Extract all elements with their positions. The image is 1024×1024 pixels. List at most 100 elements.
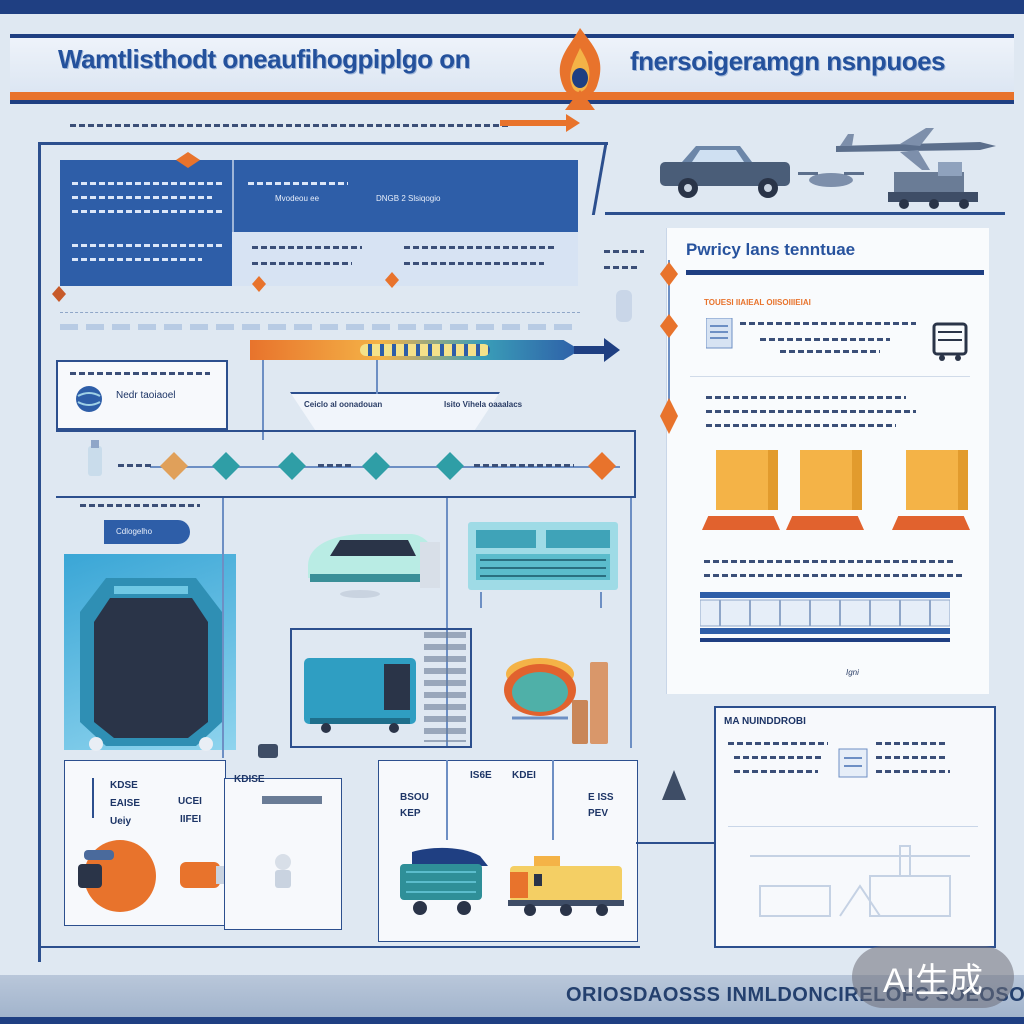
bottom-label-b2: IIFEI: [180, 814, 202, 825]
lower-right-text: [876, 770, 950, 773]
orange-diamond-icon: [660, 398, 678, 434]
policy-text-line: [760, 338, 890, 341]
policy-text-line: [704, 574, 964, 577]
lower-right-text: [876, 742, 946, 745]
cart-icon: [932, 322, 968, 361]
cone-marker-icon: [662, 770, 686, 800]
marker-label: [604, 266, 640, 269]
blue-info-text-line: [404, 262, 544, 265]
document-stack-icon: [706, 318, 733, 349]
ai-generated-watermark: AI生成: [852, 946, 1014, 1008]
vial-icon: [616, 290, 632, 322]
blue-info-text-line: [404, 246, 554, 249]
node-hex-orange-icon: [160, 452, 188, 480]
blue-info-text-line: [252, 262, 352, 265]
grid-vertical: [446, 498, 448, 748]
storage-box-2-base: [786, 516, 864, 530]
bottom-label-a2: EAISE: [110, 798, 141, 809]
mid-frame: [290, 746, 470, 748]
storage-box-1-base: [702, 516, 780, 530]
policy-text-line: [740, 322, 916, 325]
gauge-strip: [424, 632, 466, 742]
yellow-locomotive-icon: [508, 856, 624, 916]
orange-diamond-icon: [660, 262, 678, 286]
node-bus-bottom: [56, 496, 636, 498]
grid-vertical: [222, 498, 224, 758]
lower-right-text: [728, 742, 828, 745]
train-car-icon: [308, 534, 440, 598]
flow-label-side: Isito Vihela oaaalacs: [444, 400, 523, 409]
node-hex-orange-icon: [588, 452, 616, 480]
frame-bottom: [40, 946, 640, 948]
header-bar: [10, 34, 1014, 96]
frame-connector: [591, 145, 608, 215]
frame-bottom-link: [636, 842, 726, 844]
blue-info-text-line: [72, 258, 202, 261]
marker-label: [604, 250, 644, 253]
lower-right-text: [734, 756, 824, 759]
blue-info-text-line: [72, 196, 212, 199]
policy-text-line: [706, 424, 896, 427]
blue-info-text-line: [72, 210, 222, 213]
node-label: [118, 464, 154, 467]
node-label: [318, 464, 354, 467]
dashed-separator: [60, 312, 580, 314]
header-title-left: Wamtlisthodt oneaufihogpiplgo on: [58, 44, 470, 74]
lower-right-divider: [728, 826, 978, 827]
policy-text-line: [780, 350, 880, 353]
node-bus-top: [56, 430, 636, 432]
flow-banner-arrow-icon: [574, 338, 620, 362]
node-hex-teal-icon: [362, 452, 390, 480]
blue-info-text-line: [252, 246, 362, 249]
frame-left: [38, 142, 41, 962]
storage-box-3-base: [892, 516, 970, 530]
lower-right-text: [876, 756, 946, 759]
tractor-icon: [888, 162, 978, 209]
top-band: [0, 0, 1024, 14]
engine-machine-icon: [80, 578, 222, 751]
blue-info-divider: [232, 160, 234, 286]
frame-top: [38, 142, 608, 145]
storage-box-1: [716, 450, 778, 510]
storage-box-3: [906, 450, 968, 510]
globe-icon: [76, 386, 102, 412]
node-hex-teal-icon: [436, 452, 464, 480]
factory-sketch-icon: [750, 845, 970, 917]
aircraft-icon: [836, 128, 996, 170]
header-title-right: fnersoigeramgn nsnpuoes: [630, 46, 946, 76]
rocket-flame-icon: [559, 28, 601, 110]
marker-chain: [668, 260, 670, 430]
lower-right-text: [734, 770, 818, 773]
policy-subtitle: TOUESI IIAIEAL OIISOIIIEIAI: [704, 298, 811, 307]
left-node-text: [80, 504, 200, 507]
bottom-center-divider: [446, 760, 448, 840]
bottom-label-b1: UCEI: [178, 796, 202, 807]
pickup-truck-icon: [660, 146, 790, 198]
bottom-label-a3: Ueiy: [110, 816, 132, 827]
lower-right-title: MA NUINDDROBI: [724, 716, 806, 727]
header-orange-stripe: [10, 92, 1014, 100]
orange-barrel-icon: [180, 862, 226, 888]
storage-box-2: [800, 450, 862, 510]
policy-title: Pwricy lans tenntuae: [686, 240, 856, 259]
policy-divider: [690, 376, 970, 377]
bottom-label-e1: BSOU: [400, 792, 429, 803]
bottom-label-f2: PEV: [588, 808, 609, 819]
node-hex-teal-icon: [212, 452, 240, 480]
blue-info-text-line: [72, 244, 222, 247]
bracket: [92, 778, 94, 818]
node-hex-teal-icon: [278, 452, 306, 480]
flow-label-main: Ceiclo al oonadouan: [304, 400, 383, 409]
mining-cart-icon: [400, 847, 488, 915]
policy-title-rule: [686, 270, 984, 275]
rail-track-icon: [700, 592, 950, 642]
control-cabinet-icon: [468, 522, 618, 590]
astronaut-icon: [275, 854, 291, 888]
bottom-center-divider: [552, 760, 554, 840]
footer-navy-stripe: [0, 1017, 1024, 1024]
blue-info-label-b: DNGB 2 Slsiqogio: [376, 194, 441, 203]
bottom-label-c1: KDISE: [234, 774, 265, 785]
bottom-label-e2: KEP: [400, 808, 421, 819]
left-node-pill-label: Cdlogelho: [116, 527, 153, 536]
policy-text-line: [704, 560, 954, 563]
